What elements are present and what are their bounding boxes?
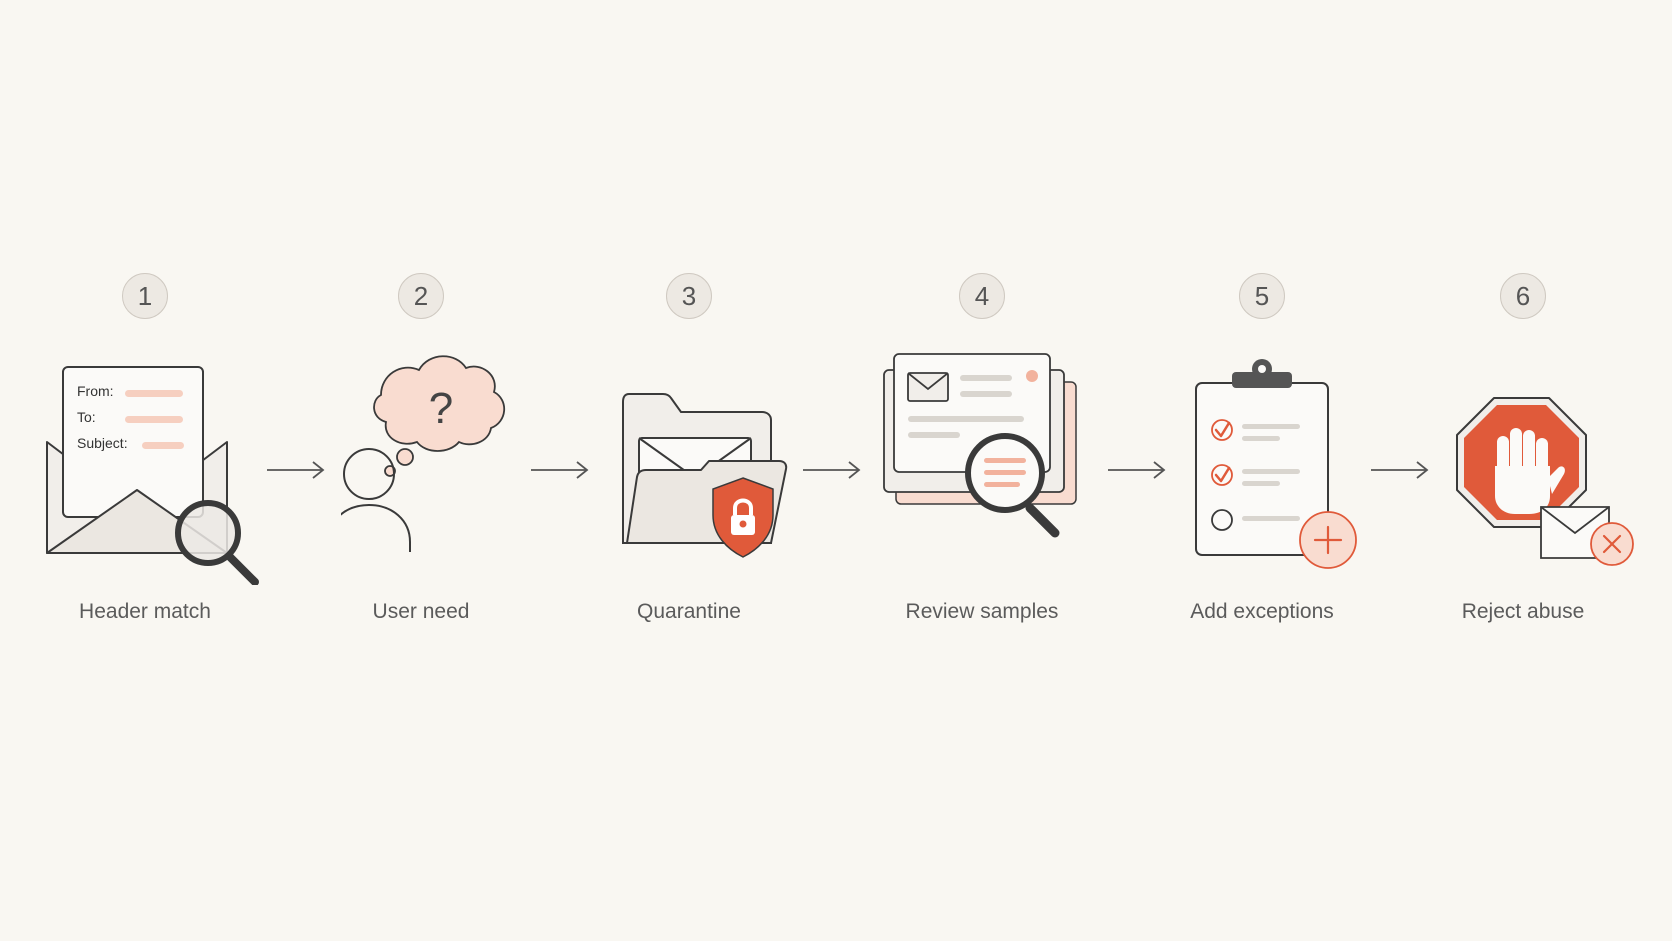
step-label: Add exceptions — [1190, 600, 1334, 623]
step-label: Header match — [79, 600, 211, 623]
arrow-right-icon — [1371, 461, 1429, 479]
arrow-right-icon — [531, 461, 589, 479]
envelope-header-search-icon: From: To: Subject: — [46, 366, 259, 585]
from-field-label: From: — [77, 383, 114, 399]
user-question-icon: ? — [341, 355, 506, 552]
question-mark: ? — [429, 384, 453, 433]
step-number-badge: 5 — [1239, 273, 1285, 319]
step-label: Reject abuse — [1461, 600, 1585, 623]
step-label: Review samples — [905, 600, 1059, 623]
step-label: Quarantine — [637, 600, 741, 623]
arrow-right-icon — [803, 461, 861, 479]
step-number-badge: 4 — [959, 273, 1005, 319]
to-field-label: To: — [77, 409, 96, 425]
step-number-badge: 3 — [666, 273, 712, 319]
step-label: User need — [372, 600, 470, 623]
document-review-search-icon — [883, 353, 1077, 538]
subject-field-label: Subject: — [77, 435, 128, 451]
step-number-badge: 6 — [1500, 273, 1546, 319]
arrow-right-icon — [1108, 461, 1166, 479]
clipboard-checklist-add-icon — [1195, 359, 1357, 569]
step-number-badge: 2 — [398, 273, 444, 319]
stop-hand-reject-icon — [1456, 397, 1634, 566]
arrow-right-icon — [267, 461, 325, 479]
folder-lock-icon — [622, 393, 788, 558]
step-number-badge: 1 — [122, 273, 168, 319]
